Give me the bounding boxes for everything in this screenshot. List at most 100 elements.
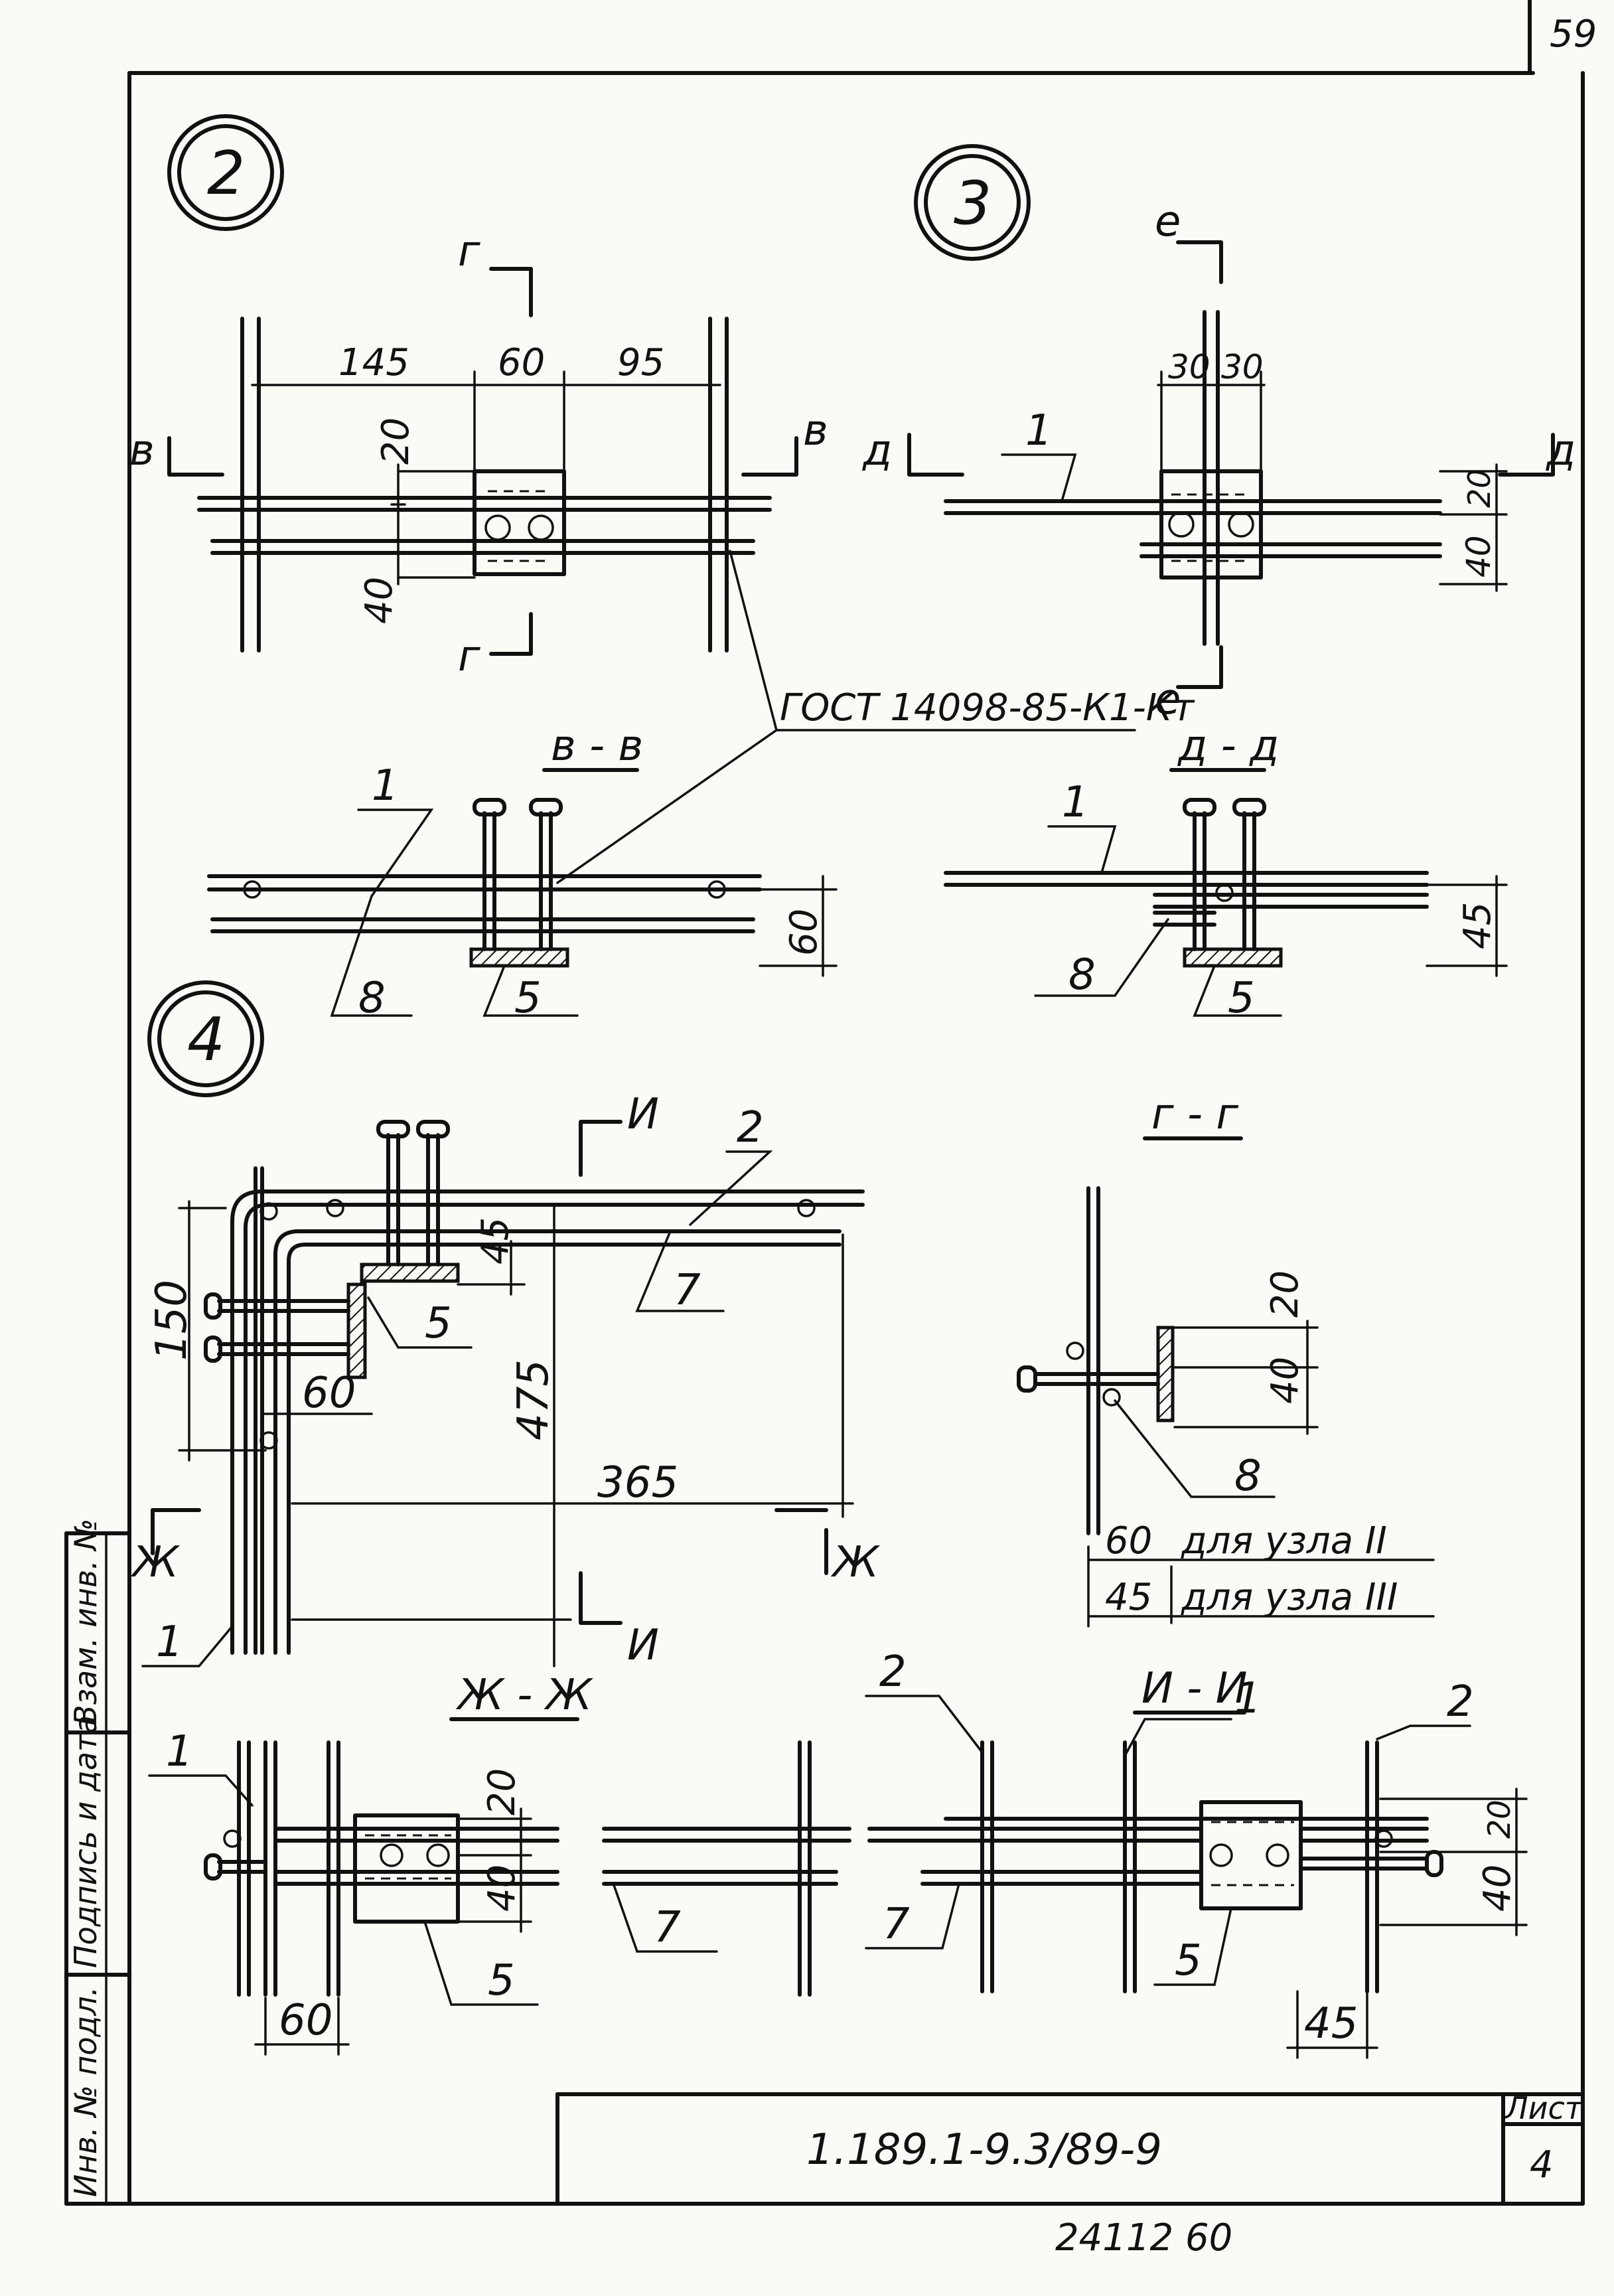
- section-gg-table-text-1: для узла II: [1181, 1519, 1387, 1563]
- node3-dim-30-right: 30: [1221, 348, 1264, 386]
- section-ii-leader-2-right: 2: [1447, 1677, 1474, 1726]
- node4-cut-zh-right: Ж: [830, 1538, 881, 1587]
- node-marker-3: 3: [914, 144, 1031, 261]
- section-zhzh-dim-20: 20: [480, 1768, 524, 1815]
- node2-dim-145: 145: [338, 341, 409, 384]
- section-dd-leader-5: 5: [1228, 974, 1255, 1023]
- section-zhzh-drawing: [148, 1740, 851, 2056]
- node3-dim-40: 40: [1459, 535, 1498, 577]
- node-marker-2: 2: [167, 114, 284, 231]
- node2-cut-g-bottom: г: [458, 632, 480, 681]
- node2-dimensions: [251, 370, 721, 585]
- section-vv-leader-5: 5: [514, 974, 542, 1023]
- gost-note: ГОСТ 14098-85-К1-Кт: [780, 686, 1195, 729]
- node3-cut-marks: [907, 240, 1555, 689]
- node3-cut-e-bottom: е: [1155, 675, 1181, 724]
- node2-cut-v-left: в: [129, 426, 155, 475]
- section-dd-leader-1: 1: [1062, 778, 1089, 827]
- section-ii-dim-40: 40: [1476, 1865, 1519, 1912]
- section-vv-drawing: [207, 798, 838, 1017]
- node2-dim-40: 40: [358, 577, 401, 624]
- stamp-signature-date: Подпись и дата: [68, 1715, 104, 1968]
- node3-plan: [944, 310, 1442, 646]
- section-zhzh-title: Ж - Ж: [455, 1671, 594, 1720]
- node3-cut-e-top: е: [1155, 197, 1181, 246]
- node4-dimensions: [178, 1200, 854, 1667]
- node-marker-4: 4: [147, 980, 264, 1097]
- node2-dim-60: 60: [498, 341, 545, 384]
- sheet-label: Лист: [1504, 2090, 1583, 2126]
- title-block: [555, 2092, 1585, 2206]
- node4-drawing: [204, 1120, 865, 1655]
- section-gg-title: г - г: [1151, 1090, 1238, 1139]
- gost-leaders: [556, 550, 1136, 884]
- section-ii-drawing: [865, 1695, 1528, 2059]
- svg-text:3: 3: [954, 169, 991, 238]
- bottom-note: 24112 60: [1055, 2216, 1232, 2259]
- section-vv-dim-60: 60: [782, 909, 826, 956]
- side-stamp: [64, 1531, 131, 2206]
- section-vv-leader-8: 8: [358, 974, 386, 1023]
- section-gg-dim-20: 20: [1264, 1270, 1307, 1318]
- section-gg-drawing: [1017, 1186, 1435, 1628]
- sheet-corner-number: 59: [1550, 13, 1597, 56]
- stamp-original-inv: Инв. № подл.: [68, 1987, 104, 2197]
- stamp-replaced-inv: Взам. инв. №: [68, 1519, 104, 1726]
- section-gg-table-value-2: 45: [1105, 1576, 1152, 1619]
- node4-cut-i-bottom: И: [627, 1621, 659, 1670]
- node4-dim-60: 60: [302, 1369, 356, 1418]
- section-vv-title: в - в: [551, 722, 643, 771]
- svg-text:2: 2: [207, 139, 245, 208]
- section-ii-leader-7: 7: [883, 1900, 910, 1949]
- section-vv-leader-1: 1: [372, 761, 399, 810]
- node4-cut-i-top: И: [627, 1090, 659, 1139]
- node2-plan: [197, 317, 772, 652]
- node4-leader-5: 5: [425, 1299, 452, 1348]
- node3-leader-1: 1: [1025, 406, 1053, 455]
- section-gg-leader-8: 8: [1234, 1452, 1262, 1501]
- node2-dim-95: 95: [617, 341, 664, 384]
- node2-cut-v-right: в: [803, 406, 828, 455]
- node3-leader-1-line: [1001, 453, 1077, 502]
- node4-cut-zh-left: Ж: [130, 1538, 181, 1587]
- node4-leader-7: 7: [674, 1266, 701, 1315]
- section-dd-dim-45: 45: [1456, 902, 1499, 949]
- node2-cut-g-top: г: [458, 227, 480, 276]
- node4-cut-marks: [151, 1120, 828, 1625]
- section-ii-leader-2-left: 2: [879, 1647, 907, 1697]
- section-dd-title: д - д: [1177, 722, 1279, 771]
- section-zhzh-leader-7: 7: [654, 1903, 681, 1952]
- section-gg-table-value-1: 60: [1105, 1519, 1152, 1563]
- section-dd-leader-8: 8: [1068, 951, 1096, 1000]
- node4-dim-475: 475: [509, 1359, 558, 1440]
- section-ii-title: И - И: [1141, 1664, 1248, 1713]
- svg-text:4: 4: [187, 1005, 225, 1075]
- section-zhzh-leader-5: 5: [488, 1956, 515, 2005]
- node4-leader-2: 2: [737, 1103, 764, 1152]
- sheet-number: 4: [1530, 2143, 1554, 2186]
- node4-dim-45: 45: [474, 1217, 517, 1264]
- section-ii-dim-45: 45: [1304, 1999, 1358, 2048]
- node3-dim-30-left: 30: [1168, 348, 1210, 386]
- node2-cut-marks: [167, 267, 798, 656]
- node3-cut-d-left: д: [862, 426, 892, 475]
- section-ii-leader-1: 1: [1234, 1674, 1262, 1723]
- node2-dim-20: 20: [374, 418, 417, 465]
- node3-dim-20: 20: [1461, 469, 1497, 508]
- section-zhzh-dim-40: 40: [480, 1865, 524, 1912]
- section-ii-leader-5: 5: [1175, 1936, 1202, 1985]
- node4-dim-150: 150: [147, 1280, 196, 1361]
- section-zhzh-leader-1: 1: [166, 1727, 193, 1776]
- node3-cut-d-right: д: [1546, 426, 1576, 475]
- node3-dimensions: [1157, 370, 1508, 592]
- node4-leaders: [141, 1150, 773, 1667]
- section-gg-dim-40: 40: [1264, 1357, 1307, 1404]
- section-zhzh-dim-60: 60: [279, 1996, 332, 2045]
- node4-leader-1: 1: [156, 1618, 183, 1667]
- section-gg-table-text-2: для узла III: [1181, 1576, 1398, 1619]
- node4-dim-365: 365: [597, 1458, 678, 1507]
- section-dd-drawing: [944, 798, 1508, 1017]
- drawing-designation: 1.189.1-9.3/89-9: [806, 2125, 1162, 2175]
- section-ii-dim-20: 20: [1481, 1799, 1517, 1839]
